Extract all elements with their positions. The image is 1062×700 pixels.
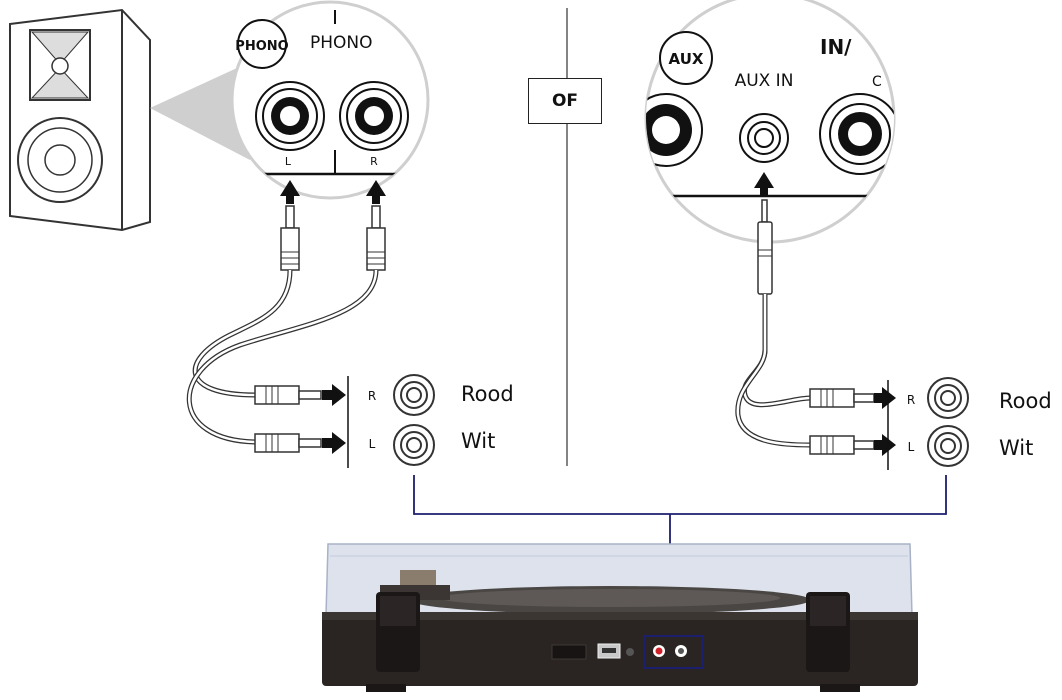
rca-output-highlight xyxy=(643,635,703,669)
aux-badge xyxy=(659,31,713,85)
arrow-up-icon xyxy=(754,172,774,196)
phono-jack-left xyxy=(255,81,325,151)
left-white-label: Wit xyxy=(461,429,496,453)
phono-input-label: PHONO xyxy=(310,33,373,53)
partial-side-text: C xyxy=(872,74,882,90)
partial-heading-text: IN/ xyxy=(820,35,852,59)
rca-jack-icon xyxy=(927,377,969,419)
phono-badge-label: PHONO xyxy=(235,39,288,54)
rca-plug-icon xyxy=(280,205,300,271)
right-output-l-label: L xyxy=(908,440,915,454)
arrow-right-icon xyxy=(322,432,346,454)
phono-jack-left-label: L xyxy=(285,155,292,168)
right-red-label: Rood xyxy=(999,389,1052,413)
zoom-wedge xyxy=(150,62,250,160)
or-separator-box: OF xyxy=(528,78,602,124)
usb-port-icon xyxy=(597,643,621,659)
arrow-up-icon xyxy=(366,180,386,204)
arrow-right-icon xyxy=(322,384,346,406)
aux-plug-icon xyxy=(735,199,811,448)
left-output-r-label: R xyxy=(368,389,376,403)
right-white-label: Wit xyxy=(999,436,1034,460)
phono-badge xyxy=(237,19,287,69)
right-output-r-label: R xyxy=(907,393,915,407)
phono-panel-magnifier: L R PHONO PHONO xyxy=(230,0,430,204)
arrow-up-icon xyxy=(280,180,300,204)
rca-plug-icon xyxy=(254,433,322,453)
arrow-right-icon xyxy=(874,434,896,456)
rca-cable-left xyxy=(186,205,386,453)
aux-in-label: AUX IN xyxy=(735,71,794,91)
rca-plug-icon xyxy=(254,385,322,405)
rca-jack-icon xyxy=(393,374,435,416)
phono-jack-right-label: R xyxy=(370,155,378,168)
left-red-label: Rood xyxy=(461,382,514,406)
or-separator-label: OF xyxy=(551,91,579,111)
arrow-right-icon xyxy=(874,387,896,409)
speaker-icon xyxy=(9,8,151,232)
phono-jack-right xyxy=(339,81,409,151)
rca-plug-icon xyxy=(809,388,875,408)
aux-in-jack xyxy=(739,113,789,163)
rca-plug-icon xyxy=(809,435,875,455)
aux-badge-label: AUX xyxy=(669,50,704,68)
left-output-l-label: L xyxy=(369,437,376,451)
turntable-icon xyxy=(322,543,918,692)
rca-jack-icon xyxy=(927,425,969,467)
rca-plug-icon xyxy=(366,205,386,271)
rca-jack-icon xyxy=(393,424,435,466)
